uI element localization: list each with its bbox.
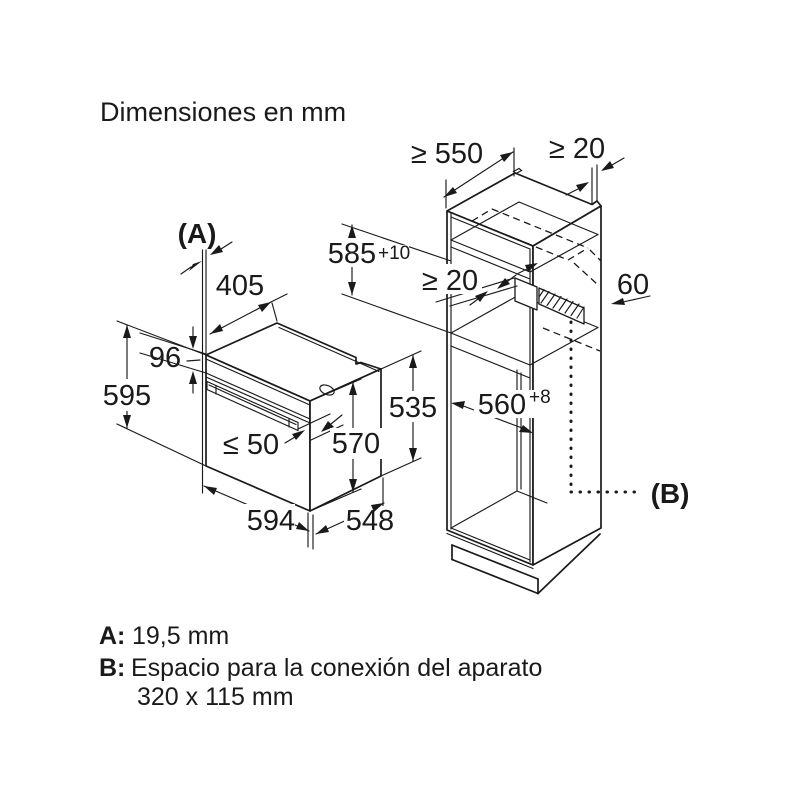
cabinet-rear-tab-left [512, 167, 523, 175]
dim-door-height: 570 [332, 428, 380, 460]
cabinet-ref-b-label: (B) [651, 478, 690, 509]
dim-handle-clearance: ≤ 50 [223, 429, 279, 461]
dimension-labels: (A) 405 96 595 ≤ 50 570 535 594 548 ≥ 55… [103, 133, 690, 537]
dim-min-depth: ≥ 550 [411, 138, 483, 170]
oven-ref-a-label: (A) [178, 218, 217, 249]
legend-b-key: B: [99, 654, 125, 682]
cabinet-right-face [532, 205, 602, 566]
vent-channel-hidden-lines [471, 208, 602, 352]
niche-spacer-block [514, 277, 538, 311]
dim-width: 594 [247, 505, 295, 537]
dim-niche-height: 585 [328, 238, 376, 270]
dim-vent-depth: 60 [617, 269, 649, 301]
vent-hatch [538, 287, 585, 325]
dimension-arrowheads [123, 225, 625, 534]
dim-top-depth: 405 [216, 270, 264, 302]
oven-detail-lines [205, 326, 380, 424]
connection-space-dotted-line [569, 320, 642, 494]
dim-niche-width-tol: +8 [529, 387, 551, 408]
legend-b-value: Espacio para la conexión del aparato [131, 654, 542, 682]
dim-front-height: 595 [103, 380, 151, 412]
legend-b-value-line2: 320 x 115 mm [137, 683, 294, 711]
legend-a-key: A: [99, 622, 125, 650]
dim-panel-height: 96 [149, 342, 181, 374]
dim-depth: 548 [346, 505, 394, 537]
dim-niche-height-tol: +10 [378, 243, 410, 264]
legend-a-value: 19,5 mm [132, 622, 229, 650]
dim-niche-width: 560 [478, 389, 526, 421]
cabinet-interior-lines [446, 201, 599, 570]
label-backgrounds [101, 238, 550, 535]
cabinet-plinth [451, 533, 601, 595]
cabinet-drawing [341, 147, 651, 595]
legend: A: 19,5 mm B: Espacio para la conexión d… [99, 622, 542, 711]
oven-door-handle [206, 380, 299, 432]
dim-rear-top-gap: ≥ 20 [549, 133, 605, 165]
page-title: Dimensiones en mm [100, 97, 346, 127]
oven-drawing [116, 241, 422, 550]
dim-front-gap: ≥ 20 [422, 265, 478, 297]
dim-rear-height: 535 [389, 392, 437, 424]
